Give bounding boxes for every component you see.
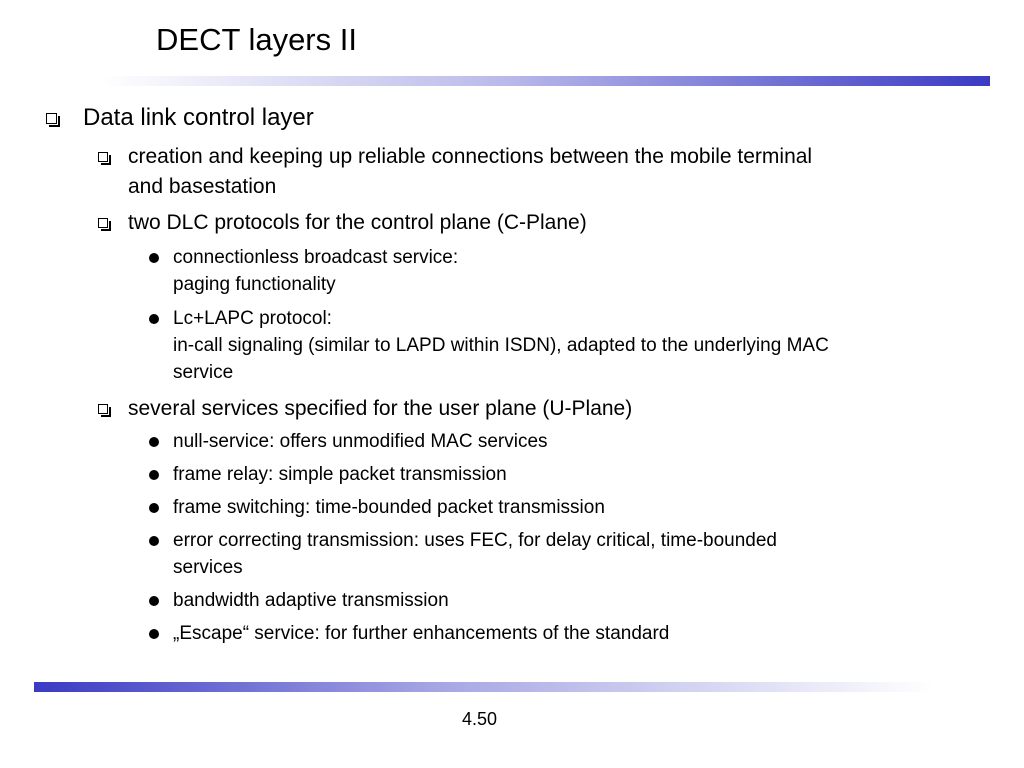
- bullet-item-line: connectionless broadcast service:: [173, 247, 459, 268]
- round-bullet-icon: [149, 503, 159, 513]
- bullet-item-text: two DLC protocols for the control plane …: [128, 208, 998, 238]
- bullet-item-line: Lc+LAPC protocol:: [173, 308, 332, 329]
- bullet-item-text: several services specified for the user …: [128, 394, 998, 424]
- footer-bar: [34, 682, 934, 692]
- bullet-item-line: several services specified for the user …: [128, 397, 633, 420]
- bullet-item-line: in-call signaling (similar to LAPD withi…: [173, 335, 829, 356]
- bullet-item-line: and basestation: [128, 175, 277, 198]
- bullet-item-text: connectionless broadcast service: paging …: [173, 244, 993, 298]
- bullet-item-text: null-service: offers unmodified MAC serv…: [173, 428, 993, 455]
- square-bullet-icon: [46, 113, 60, 127]
- bullet-item-line: services: [173, 557, 243, 578]
- slide-title: DECT layers II: [156, 22, 357, 57]
- square-bullet-icon: [98, 152, 111, 165]
- bullet-item-line: error correcting transmission: uses FEC,…: [173, 530, 778, 551]
- round-bullet-icon: [149, 629, 159, 639]
- bullet-item-line: frame relay: simple packet transmission: [173, 464, 507, 485]
- round-bullet-icon: [149, 596, 159, 606]
- title-underline-bar: [100, 76, 990, 86]
- bullet-item-line: frame switching: time-bounded packet tra…: [173, 497, 605, 518]
- bullet-item-line: null-service: offers unmodified MAC serv…: [173, 431, 548, 452]
- page-number: 4.50: [462, 709, 498, 729]
- bullet-item-line: creation and keeping up reliable connect…: [128, 145, 813, 168]
- square-bullet-icon: [98, 218, 111, 231]
- round-bullet-icon: [149, 253, 159, 263]
- bullet-item-line: „Escape“ service: for further enhancemen…: [173, 623, 670, 644]
- square-bullet-icon: [98, 404, 111, 417]
- bullet-heading-text: Data link control layer: [83, 104, 314, 131]
- bullet-item-text: bandwidth adaptive transmission: [173, 587, 993, 614]
- bullet-item-text: creation and keeping up reliable connect…: [128, 142, 998, 202]
- bullet-item-text: error correcting transmission: uses FEC,…: [173, 527, 993, 581]
- round-bullet-icon: [149, 470, 159, 480]
- bullet-item-text: frame relay: simple packet transmission: [173, 461, 993, 488]
- round-bullet-icon: [149, 314, 159, 324]
- bullet-item-line: paging functionality: [173, 274, 336, 295]
- bullet-item-text: frame switching: time-bounded packet tra…: [173, 494, 993, 521]
- bullet-item-line: bandwidth adaptive transmission: [173, 590, 449, 611]
- round-bullet-icon: [149, 437, 159, 447]
- bullet-item-line: two DLC protocols for the control plane …: [128, 211, 587, 234]
- round-bullet-icon: [149, 536, 159, 546]
- bullet-item-text: Lc+LAPC protocol: in-call signaling (simi…: [173, 305, 993, 386]
- bullet-item-text: „Escape“ service: for further enhancemen…: [173, 620, 993, 647]
- bullet-item-line: service: [173, 362, 234, 383]
